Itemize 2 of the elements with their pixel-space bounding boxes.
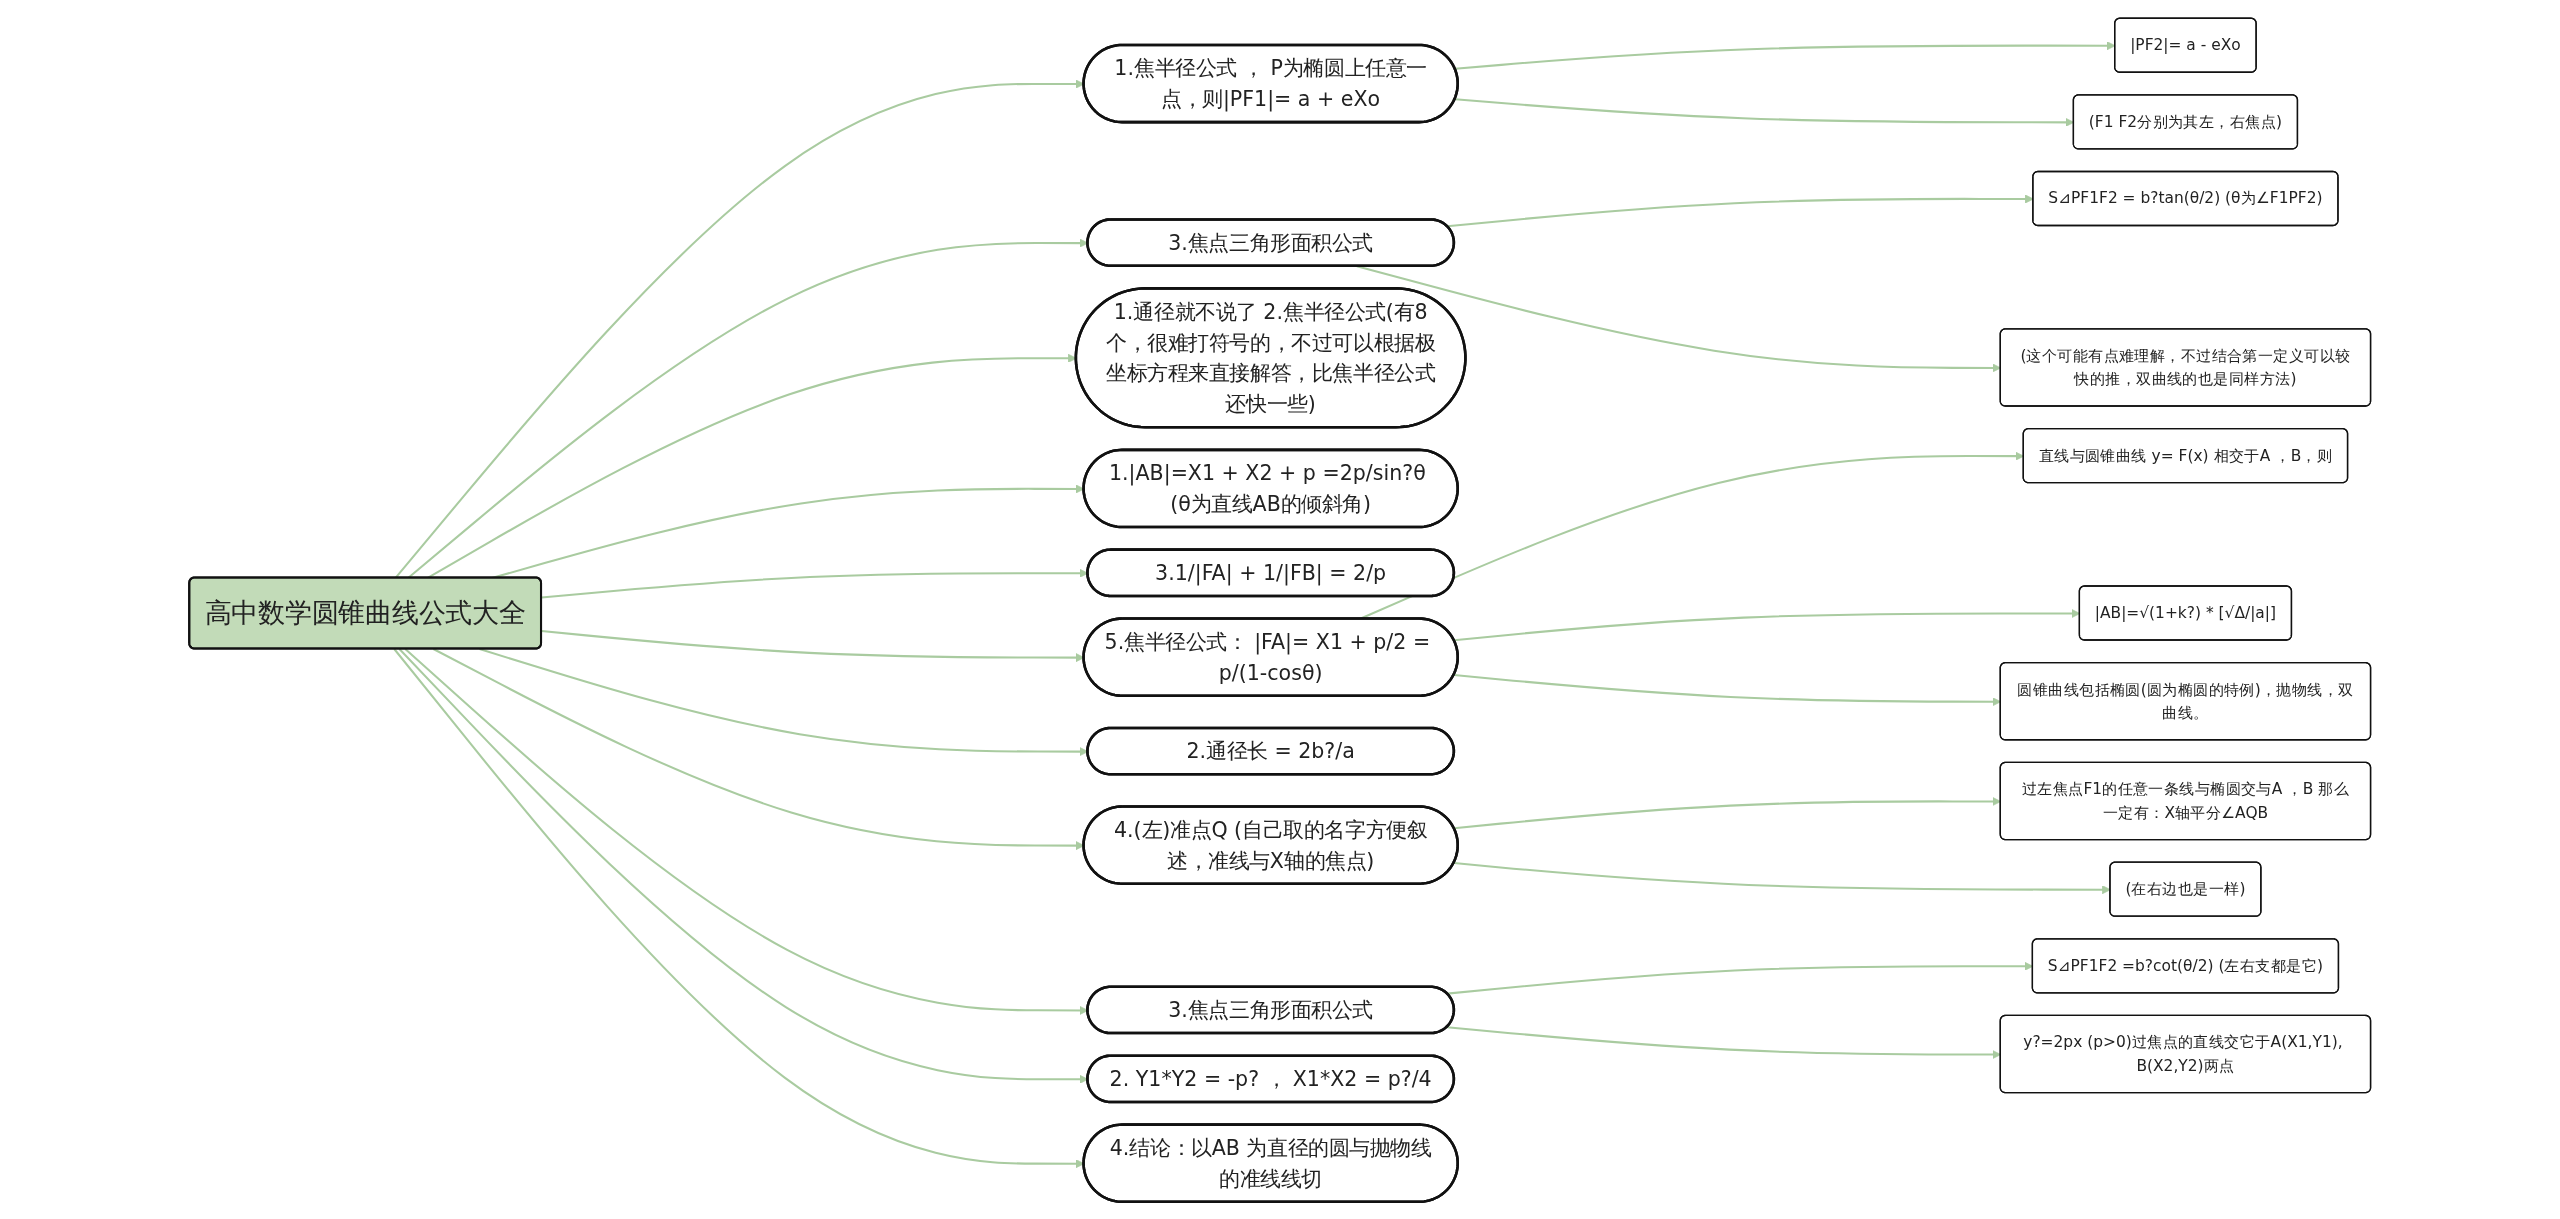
arrow — [541, 568, 1089, 599]
arrow — [1454, 861, 2111, 894]
